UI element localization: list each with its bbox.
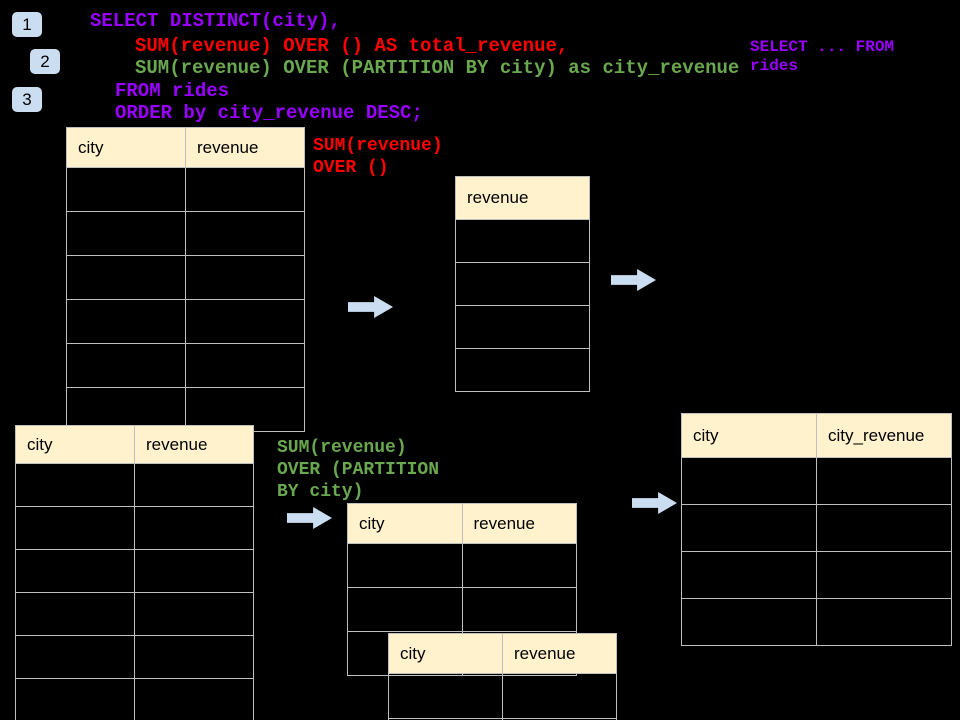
table-row bbox=[66, 299, 305, 344]
partition-table-back: city revenue bbox=[388, 633, 617, 720]
table-cell-empty bbox=[816, 457, 952, 505]
table-cell-empty bbox=[185, 255, 305, 300]
table-row bbox=[455, 219, 590, 263]
table-cell-empty bbox=[66, 255, 186, 300]
column-header: city bbox=[15, 425, 135, 464]
table-row bbox=[681, 551, 952, 599]
right-arrow-icon bbox=[611, 269, 656, 291]
table-cell-empty bbox=[134, 463, 254, 507]
table-row bbox=[15, 463, 254, 507]
table-cell-empty bbox=[502, 718, 617, 720]
table-row bbox=[681, 457, 952, 505]
table-row bbox=[66, 167, 305, 212]
table-row bbox=[66, 255, 305, 300]
sql-line-select: SELECT DISTINCT(city), bbox=[90, 10, 341, 32]
sql-line-total: SUM(revenue) OVER () AS total_revenue, bbox=[135, 35, 569, 57]
step-badge-2: 2 bbox=[30, 49, 60, 74]
column-header: revenue bbox=[461, 503, 577, 544]
column-header: city_revenue bbox=[816, 413, 952, 458]
table-cell-empty bbox=[816, 504, 952, 552]
table-row bbox=[681, 598, 952, 646]
table-row bbox=[388, 673, 617, 719]
table-cell-empty bbox=[134, 549, 254, 593]
table-cell-empty bbox=[185, 299, 305, 344]
table-cell-empty bbox=[66, 343, 186, 388]
table-cell-empty bbox=[455, 262, 590, 306]
result-table: city city_revenue bbox=[681, 413, 952, 646]
table-cell-empty bbox=[816, 551, 952, 599]
table-cell-empty bbox=[134, 506, 254, 550]
side-note-line-2: rides bbox=[750, 57, 799, 75]
column-header: city bbox=[681, 413, 817, 458]
table-row bbox=[66, 211, 305, 256]
table-cell-empty bbox=[347, 543, 463, 588]
sql-line-partition: SUM(revenue) OVER (PARTITION BY city) as… bbox=[135, 57, 740, 79]
table-cell-empty bbox=[455, 219, 590, 263]
table-row bbox=[15, 678, 254, 720]
right-arrow-icon bbox=[287, 507, 332, 529]
table-cell-empty bbox=[66, 211, 186, 256]
table-cell-empty bbox=[455, 305, 590, 349]
table-row bbox=[15, 592, 254, 636]
table-cell-empty bbox=[66, 167, 186, 212]
table-cell-empty bbox=[15, 635, 135, 679]
table-cell-empty bbox=[455, 348, 590, 392]
table-row bbox=[66, 343, 305, 388]
table-cell-empty bbox=[347, 587, 463, 632]
table-cell-empty bbox=[461, 543, 577, 588]
source-table-bottom: city revenue bbox=[15, 425, 254, 720]
step-badge-1: 1 bbox=[12, 12, 42, 37]
table-cell-empty bbox=[134, 635, 254, 679]
table-row bbox=[455, 262, 590, 306]
table-cell-empty bbox=[15, 678, 135, 720]
total-note-line-2: OVER () bbox=[313, 158, 389, 178]
table-row bbox=[455, 305, 590, 349]
column-header: revenue bbox=[455, 176, 590, 220]
table-cell-empty bbox=[134, 592, 254, 636]
column-header: revenue bbox=[502, 633, 617, 674]
table-cell-empty bbox=[15, 506, 135, 550]
table-cell-empty bbox=[502, 673, 617, 719]
partition-note-line-2: OVER (PARTITION bbox=[277, 460, 440, 480]
table-row bbox=[15, 506, 254, 550]
table-row bbox=[15, 549, 254, 593]
total-note-line-1: SUM(revenue) bbox=[313, 136, 443, 156]
sql-line-from: FROM rides bbox=[115, 80, 230, 102]
table-cell-empty bbox=[134, 678, 254, 720]
side-note-line-1: SELECT ... FROM bbox=[750, 38, 895, 56]
partition-note-line-3: BY city) bbox=[277, 482, 364, 502]
table-cell-empty bbox=[681, 598, 817, 646]
table-row bbox=[388, 718, 617, 720]
table-cell-empty bbox=[66, 299, 186, 344]
table-row bbox=[347, 587, 577, 632]
column-header: revenue bbox=[134, 425, 254, 464]
table-cell-empty bbox=[681, 551, 817, 599]
right-arrow-icon bbox=[348, 296, 393, 318]
table-cell-empty bbox=[185, 211, 305, 256]
table-row bbox=[681, 504, 952, 552]
table-cell-empty bbox=[15, 463, 135, 507]
column-header: revenue bbox=[185, 127, 305, 168]
source-table-top: city revenue bbox=[66, 127, 305, 432]
table-cell-empty bbox=[185, 167, 305, 212]
table-row bbox=[15, 635, 254, 679]
table-cell-empty bbox=[461, 587, 577, 632]
table-cell-empty bbox=[15, 592, 135, 636]
sql-line-order: ORDER by city_revenue DESC; bbox=[115, 102, 423, 124]
table-cell-empty bbox=[681, 457, 817, 505]
table-row bbox=[347, 543, 577, 588]
step-badge-3: 3 bbox=[12, 87, 42, 112]
partition-note-line-1: SUM(revenue) bbox=[277, 438, 407, 458]
table-cell-empty bbox=[185, 343, 305, 388]
table-cell-empty bbox=[681, 504, 817, 552]
table-row bbox=[455, 348, 590, 392]
table-cell-empty bbox=[816, 598, 952, 646]
total-revenue-table: revenue bbox=[455, 176, 590, 392]
column-header: city bbox=[388, 633, 503, 674]
right-arrow-icon bbox=[632, 492, 677, 514]
table-cell-empty bbox=[388, 673, 503, 719]
table-cell-empty bbox=[15, 549, 135, 593]
column-header: city bbox=[66, 127, 186, 168]
column-header: city bbox=[347, 503, 463, 544]
